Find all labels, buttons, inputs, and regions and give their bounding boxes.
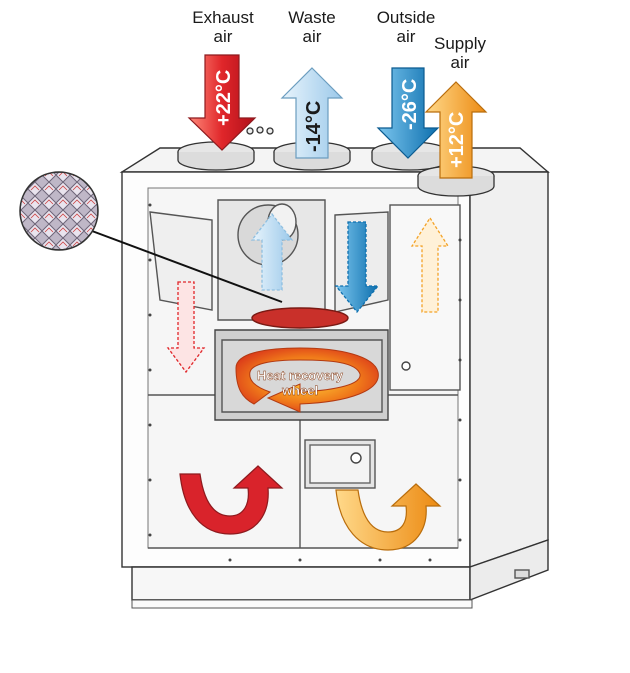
waste-air-arrow: -14°C (280, 67, 344, 159)
wheel-material-magnifier (19, 171, 283, 303)
internal-flow-arrows (166, 212, 450, 374)
supply-air-arrow: +12°C (424, 81, 488, 179)
outside-temperature: -26°C (399, 79, 421, 130)
exhaust-air-label: Exhaust air (178, 8, 268, 46)
waste-temperature: -14°C (303, 101, 325, 152)
waste-air-label-line2: air (302, 27, 322, 46)
exhaust-curved-arrow (179, 465, 284, 535)
supply-air-label: Supply air (420, 34, 500, 72)
outside-air-label-line1: Outside (376, 8, 436, 27)
supply-air-label-line1: Supply (434, 34, 486, 53)
internal-supply-up-arrow (410, 216, 450, 313)
outside-air-label: Outside air (364, 8, 448, 46)
exhaust-air-label-line1: Exhaust (192, 8, 254, 27)
duct-collars (177, 126, 495, 197)
supply-temperature: +12°C (446, 112, 468, 168)
lower-flow-arrows (179, 465, 442, 551)
outside-air-arrow: -26°C (376, 67, 440, 159)
outside-air-label-line2: air (396, 27, 416, 46)
heat-recovery-wheel: Heat recovery wheel (235, 347, 379, 413)
exhaust-air-arrow: +22°C (187, 54, 257, 151)
internal-waste-up-arrow (250, 212, 294, 291)
supply-curved-arrow (335, 483, 442, 551)
supply-air-label-line2: air (450, 53, 470, 72)
internal-exhaust-down-arrow (166, 281, 206, 374)
wheel-label-line2: wheel (281, 383, 318, 398)
waste-air-label: Waste air (272, 8, 352, 46)
exhaust-temperature: +22°C (213, 70, 235, 126)
exhaust-air-label-line2: air (213, 27, 233, 46)
waste-air-label-line1: Waste (288, 8, 336, 27)
internal-outside-down-arrow (334, 221, 380, 314)
wheel-label-line1: Heat recovery (257, 368, 344, 383)
